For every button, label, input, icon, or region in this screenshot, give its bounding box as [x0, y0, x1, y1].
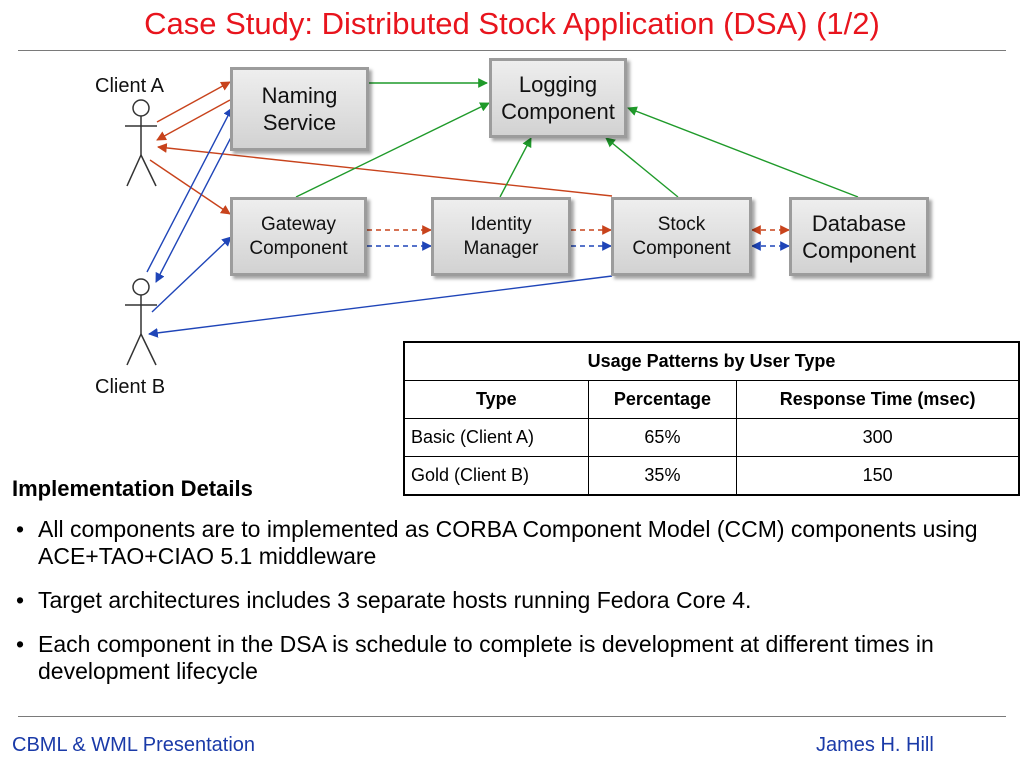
table-cell: 35% [587, 456, 738, 496]
flow-naming-to-client-b [155, 119, 241, 283]
flow-naming-to-client-a [156, 99, 231, 141]
table-row: Gold (Client B) 35% 150 [403, 456, 1020, 496]
flow-client-b-to-naming [146, 107, 233, 273]
table-cell: Gold (Client B) [403, 456, 589, 496]
flow-client-a-to-naming [156, 81, 231, 123]
slide-title: Case Study: Distributed Stock Applicatio… [144, 6, 880, 41]
table-cell: 300 [736, 418, 1020, 457]
implementation-bullets: All components are to implemented as COR… [12, 516, 1002, 702]
naming-service-box: Naming Service [230, 67, 369, 151]
flow-client-a-to-gateway [149, 159, 231, 215]
log-flow-database [627, 106, 859, 198]
footer-divider [18, 716, 1006, 717]
implementation-heading: Implementation Details [12, 476, 253, 501]
bullet-item: Each component in the DSA is schedule to… [12, 631, 1002, 685]
footer-author: James H. Hill [816, 734, 934, 756]
table-header: Type [403, 380, 589, 419]
title-divider [18, 50, 1006, 51]
client-b-label: Client B [95, 376, 166, 398]
flow-stock-to-client-a [157, 143, 613, 197]
bullet-item: All components are to implemented as COR… [12, 516, 1002, 570]
log-flow-identity [499, 137, 532, 198]
architecture-diagram [125, 78, 859, 366]
footer-presentation-title: CBML & WML Presentation [12, 734, 256, 756]
table-header: Percentage [587, 380, 738, 419]
usage-patterns-table: Usage Patterns by User Type Type Percent… [403, 341, 1020, 496]
database-component-box: Database Component [789, 197, 929, 276]
bullet-item: Target architectures includes 3 separate… [12, 587, 1002, 614]
gateway-component-box: Gateway Component [230, 197, 367, 276]
flow-stock-to-client-b [148, 275, 613, 338]
table-caption: Usage Patterns by User Type [403, 341, 1020, 381]
client-a-label: Client A [95, 75, 164, 97]
table-cell: Basic (Client A) [403, 418, 589, 457]
logging-component-box: Logging Component [489, 58, 627, 138]
log-flow-gateway [295, 102, 490, 198]
table-cell: 150 [736, 456, 1020, 496]
stock-component-box: Stock Component [611, 197, 752, 276]
client-a-actor-icon [125, 99, 157, 187]
table-row: Basic (Client A) 65% 300 [403, 418, 1020, 457]
table-cell: 65% [587, 418, 738, 457]
flow-client-b-to-gateway [151, 236, 232, 313]
identity-manager-box: Identity Manager [431, 197, 571, 276]
client-b-actor-icon [125, 278, 157, 366]
table-header: Response Time (msec) [736, 380, 1020, 419]
log-flow-stock [605, 137, 679, 198]
